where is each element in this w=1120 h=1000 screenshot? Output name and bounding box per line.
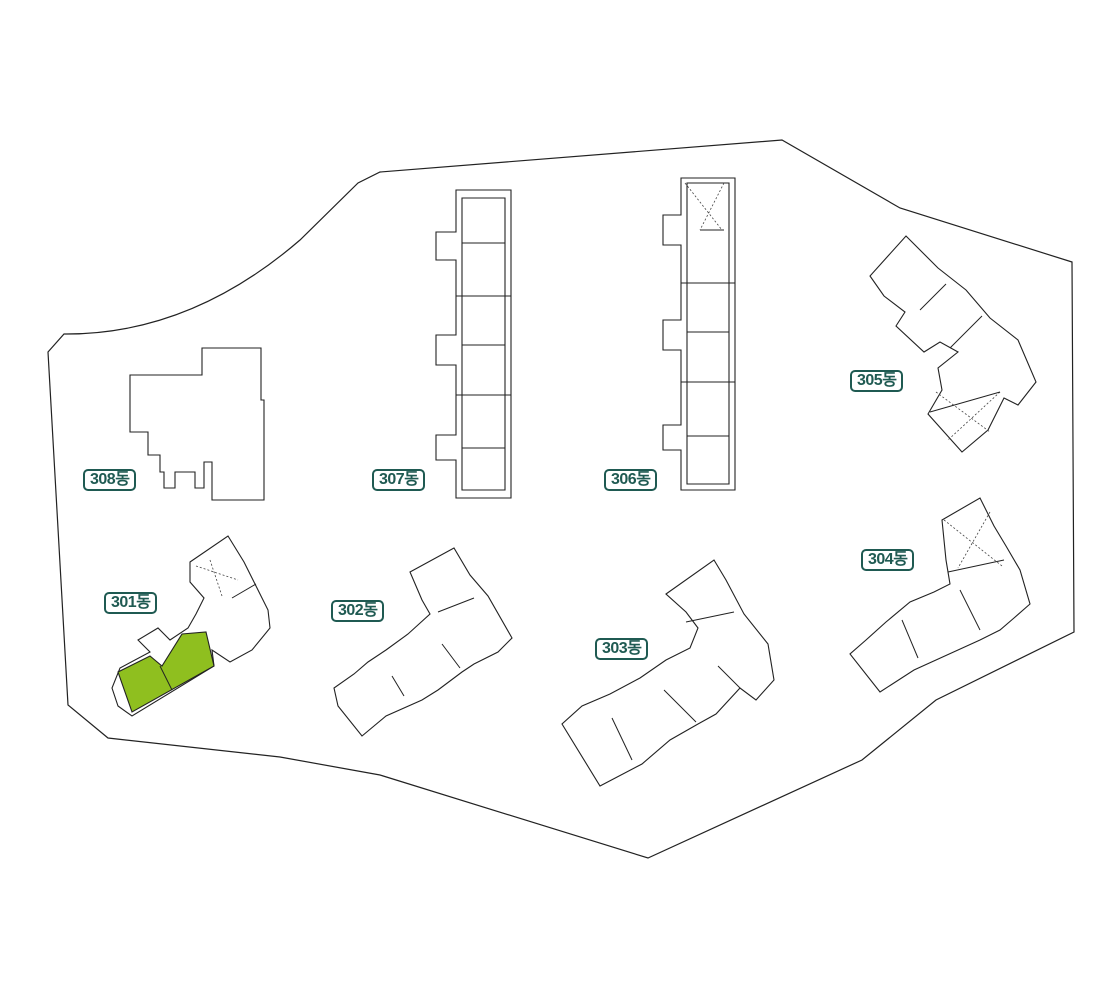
building-301[interactable] <box>111 535 271 717</box>
label-302[interactable]: 302동 <box>331 600 385 622</box>
building-305[interactable] <box>869 235 1037 453</box>
building-304[interactable] <box>849 497 1031 693</box>
site-boundary <box>47 139 1075 859</box>
label-308[interactable]: 308동 <box>83 469 137 491</box>
label-303[interactable]: 303동 <box>595 638 649 660</box>
building-308[interactable] <box>129 347 265 501</box>
building-302[interactable] <box>333 547 513 737</box>
label-307[interactable]: 307동 <box>372 469 426 491</box>
building-307[interactable] <box>435 189 512 499</box>
building-306[interactable] <box>662 177 736 491</box>
label-301[interactable]: 301동 <box>104 592 158 614</box>
label-305[interactable]: 305동 <box>850 370 904 392</box>
building-303[interactable] <box>561 559 775 787</box>
label-306[interactable]: 306동 <box>604 469 658 491</box>
label-304[interactable]: 304동 <box>861 549 915 571</box>
